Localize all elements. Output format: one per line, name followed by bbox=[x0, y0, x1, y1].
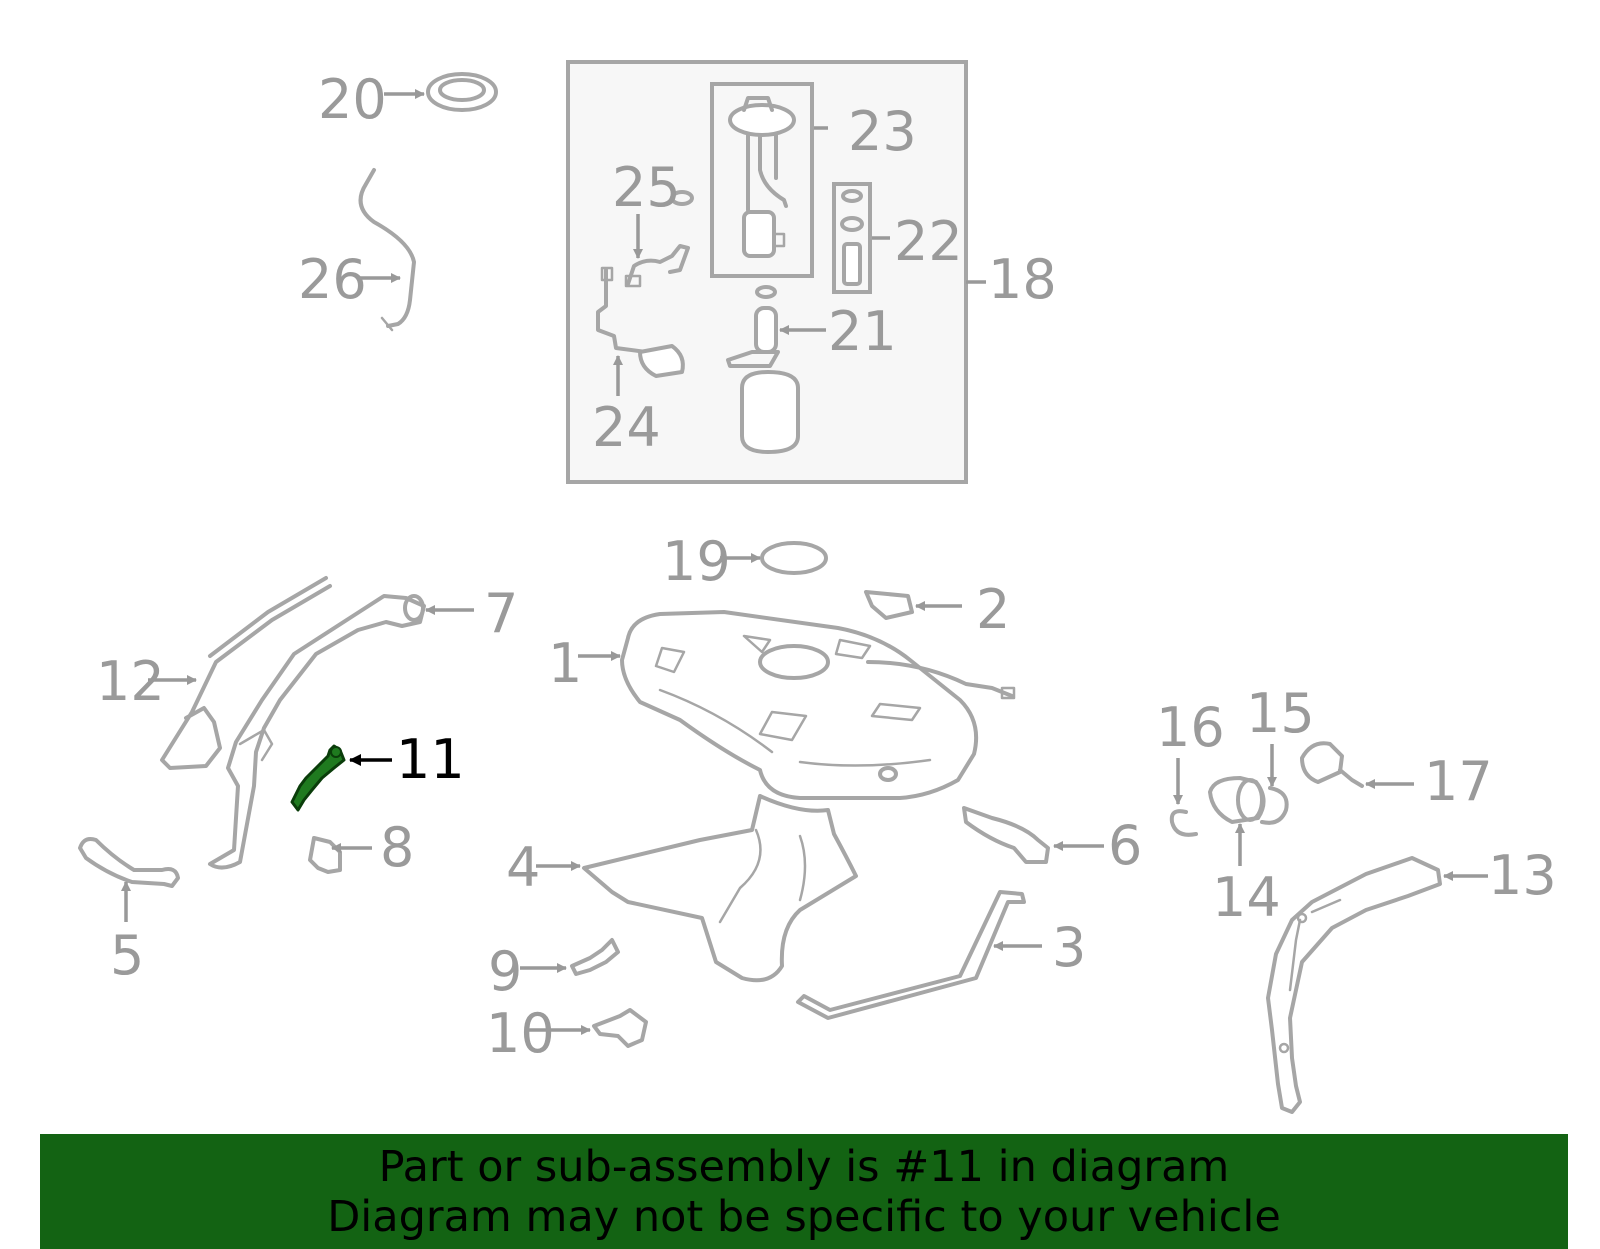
part-14-filler-neck bbox=[1208, 776, 1266, 866]
callout-2: 2 bbox=[976, 578, 1010, 641]
part-17-fuel-cap bbox=[1300, 741, 1414, 789]
callout-20: 20 bbox=[318, 68, 387, 131]
callout-3: 3 bbox=[1052, 916, 1086, 979]
part-5-hose bbox=[78, 837, 180, 922]
callout-24: 24 bbox=[592, 396, 661, 459]
callout-25: 25 bbox=[612, 156, 681, 219]
part-11-highlighted bbox=[290, 744, 392, 812]
part-3-tank-strap bbox=[796, 890, 1042, 1020]
part-15-ring bbox=[1260, 744, 1289, 825]
part-24-fuel-sender bbox=[596, 266, 685, 396]
part-1-fuel-tank bbox=[578, 610, 1016, 800]
part-21-fuel-filter bbox=[726, 285, 826, 454]
callout-22: 22 bbox=[894, 210, 963, 273]
callout-8: 8 bbox=[380, 816, 414, 879]
part-23-fuel-pump-module bbox=[728, 96, 828, 258]
part-10-bracket bbox=[528, 1008, 648, 1048]
callout-12: 12 bbox=[96, 650, 165, 713]
part-25-wire-harness bbox=[624, 190, 694, 288]
part-7-filler-pipe bbox=[208, 594, 474, 870]
callout-11: 11 bbox=[396, 728, 465, 791]
part-6-hose bbox=[962, 806, 1104, 864]
part-16-clip bbox=[1169, 758, 1198, 837]
banner-line-2: Diagram may not be specific to your vehi… bbox=[327, 1192, 1281, 1242]
part-22-seals bbox=[840, 189, 890, 286]
callout-19: 19 bbox=[662, 530, 731, 593]
part-20-retainer-ring bbox=[384, 72, 498, 112]
info-banner: Part or sub-assembly is #11 in diagram D… bbox=[40, 1134, 1568, 1249]
part-12-vent-pipe bbox=[148, 576, 332, 770]
callout-23: 23 bbox=[848, 100, 917, 163]
callout-5: 5 bbox=[110, 924, 144, 987]
part-4-heat-shield bbox=[536, 794, 858, 983]
callout-4: 4 bbox=[506, 836, 540, 899]
callout-16: 16 bbox=[1156, 696, 1225, 759]
callout-1: 1 bbox=[548, 632, 582, 695]
part-26-vent-tube bbox=[358, 168, 416, 332]
callout-14: 14 bbox=[1212, 866, 1281, 929]
part-19-gasket bbox=[720, 541, 828, 575]
part-8-clip bbox=[308, 836, 372, 874]
part-2-bracket bbox=[864, 590, 962, 620]
callout-9: 9 bbox=[488, 940, 522, 1003]
callout-15: 15 bbox=[1246, 682, 1315, 745]
callout-10: 10 bbox=[486, 1002, 555, 1065]
callout-18: 18 bbox=[988, 248, 1057, 311]
callout-6: 6 bbox=[1108, 814, 1142, 877]
callout-13: 13 bbox=[1488, 844, 1557, 907]
callout-7: 7 bbox=[484, 582, 518, 645]
callout-26: 26 bbox=[298, 248, 367, 311]
callout-17: 17 bbox=[1424, 750, 1493, 813]
banner-line-1: Part or sub-assembly is #11 in diagram bbox=[378, 1142, 1230, 1192]
part-13-filler-protector bbox=[1266, 856, 1488, 1114]
callout-labels: 20 23 25 22 18 26 21 24 19 2 7 1 12 15 1… bbox=[96, 68, 1557, 1065]
part-9-bracket bbox=[520, 938, 620, 976]
callout-21: 21 bbox=[828, 300, 897, 363]
